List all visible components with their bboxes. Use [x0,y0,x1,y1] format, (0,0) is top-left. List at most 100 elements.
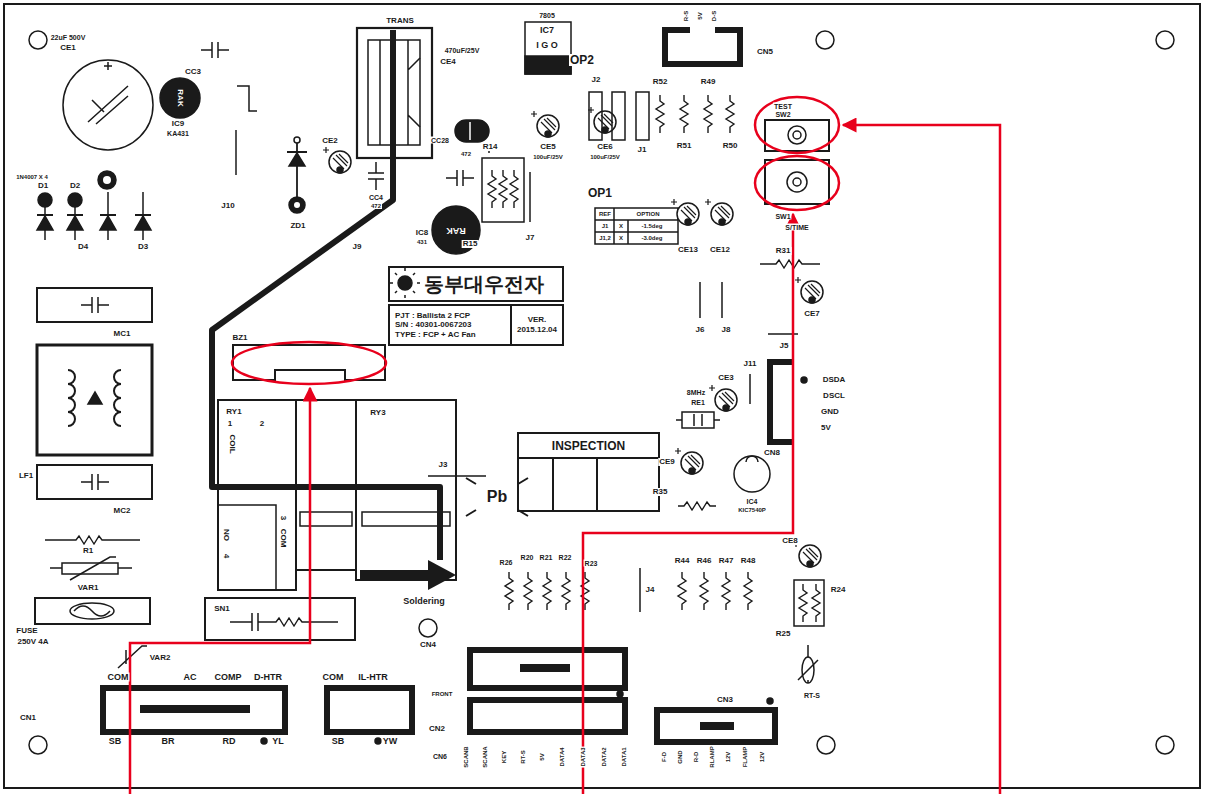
silkscreen-label: CE8 [781,537,799,545]
component-outline [704,95,712,133]
silkscreen-label: CC3 [184,68,202,76]
silkscreen-label: J2 [591,76,602,84]
mounting-hole [29,31,1174,754]
red-callout [843,125,1000,794]
component-outline [35,598,150,624]
silkscreen-label: RY1 [225,408,242,416]
silkscreen-label: DSDA [822,376,847,384]
component-outline [74,606,110,616]
silkscreen-label: 4 [222,553,230,559]
component-outline [390,268,420,298]
silkscreen-label: Soldering [402,597,446,606]
component-outline [140,705,250,713]
silkscreen-label: IC7 [539,26,555,35]
component-outline [760,263,820,265]
component-outline [787,172,807,192]
silkscreen-label: R49 [700,78,717,86]
silkscreen-label: SN1 [213,605,231,613]
component-outline [294,137,300,143]
component-outline [289,153,305,166]
component-outline [657,710,775,742]
component-outline [525,22,571,74]
silkscreen-label: OP1 [587,187,613,199]
silkscreen-label: RT-S [520,749,526,765]
node-text: S/N : 40301-0067203 [395,320,472,330]
maker-logo-box: 동부대우전자 [388,266,564,302]
silkscreen-label: R23 [584,560,599,567]
silkscreen-label: J1 [637,146,648,154]
component-outline [510,170,518,208]
silkscreen-label: X [618,223,624,229]
silkscreen-label: YL [271,737,285,746]
mounting-hole [1156,31,1174,49]
silkscreen-label: COMP [214,673,243,682]
silkscreen-label: 100uF/25V [532,154,564,160]
component-outline [543,572,551,610]
component-outline [595,208,678,244]
node-text: TYPE : FCP + AC Fan [395,330,476,340]
silkscreen-label: COIL [228,433,236,454]
component-outline [104,62,112,70]
mounting-hole [1156,736,1174,754]
silkscreen-label: D-HTR [253,673,283,682]
component-outline [700,722,734,730]
silkscreen-label: R48 [740,557,757,565]
component-outline [680,95,688,133]
silkscreen-label: SCANA [482,745,488,768]
component-outline [678,502,716,510]
silkscreen-label: DATA2 [601,746,607,767]
silkscreen-label: J4 [645,586,656,594]
silkscreen-label: 1 [227,420,233,428]
component-outline [470,650,625,688]
silkscreen-label: SB [331,737,346,746]
component-outline [368,162,384,190]
silkscreen-label: DATA4 [559,746,565,767]
silkscreen-label: RAK [445,226,467,235]
silkscreen-label: CN4 [419,641,437,649]
component-outline [88,392,102,404]
component-outline [617,691,623,697]
component-outline [368,162,384,190]
silkscreen-label: AC [183,673,198,682]
silkscreen-label: R14 [482,143,499,151]
silkscreen-label: 12V [725,751,731,764]
component-outline [287,143,307,198]
silkscreen-label: J5 [779,342,790,350]
component-outline [63,60,153,150]
silkscreen-label: 12V [759,751,765,764]
component-outline [612,92,625,140]
silkscreen-label: RD [222,737,237,746]
silkscreen-label: 8MHz [686,389,706,396]
component-outline [446,170,474,186]
component-outline [765,120,829,151]
silkscreen-label: S/TIME [784,224,809,231]
red-callout [232,342,386,384]
component-outline [709,385,737,411]
silkscreen-label: IC9 [171,120,185,128]
component-outline [294,202,300,208]
component-outline [362,512,450,526]
red-callout [130,97,1000,794]
copper-trace [212,30,456,590]
component-outline [37,216,151,230]
silkscreen-label: SW2 [774,111,791,118]
silkscreen-label: FRONT [431,691,454,697]
silkscreen-label: J8 [721,326,732,334]
silkscreen-label: J3 [438,461,449,469]
silkscreen-label: OPTION [635,211,660,217]
copper-trace [428,560,456,590]
silkscreen-label: R1 [82,547,94,555]
component-outline [765,160,829,204]
silkscreen-label: CE1 [59,44,77,52]
component-outline [218,400,296,590]
component-outline [678,502,716,510]
silkscreen-label: CE9 [658,458,676,466]
silkscreen-label: CE7 [803,310,821,318]
node-text: PJT : Ballista 2 FCP [395,311,470,321]
component-outline [68,193,82,207]
red-callout [130,388,310,794]
silkscreen-label: R47 [718,557,735,565]
silkscreen-label: IC4 [746,498,759,505]
silkscreen-label: D2 [69,182,81,190]
silkscreen-label: CE2 [321,137,339,145]
